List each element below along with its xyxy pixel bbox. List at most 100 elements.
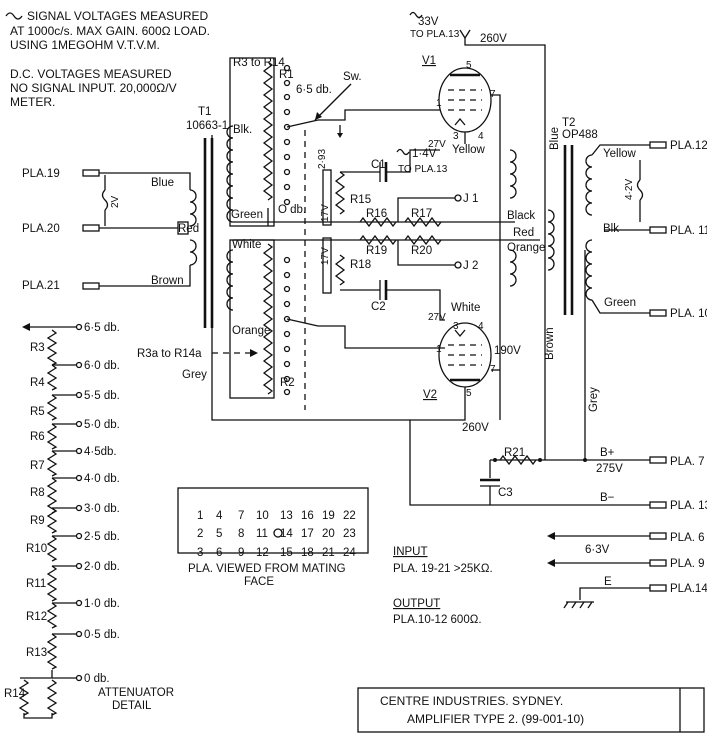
att-step-10: 1·0 db. — [84, 598, 120, 610]
att-step-7: 3·0 db. — [84, 503, 120, 515]
v1-pin5: 5 — [466, 60, 472, 71]
att-step-2: 6·0 db. — [84, 360, 120, 372]
v2-signal-label: 2V — [110, 195, 121, 208]
v27-top-label: 27V — [428, 139, 446, 150]
v17a-label: 17V — [320, 204, 331, 222]
pla20-pin — [82, 224, 100, 232]
v14-label: 1·4V — [412, 148, 437, 160]
pin-14: 14 — [280, 528, 293, 540]
v17b-label: 17V — [320, 247, 331, 265]
pin-9: 9 — [238, 547, 244, 559]
pla21-label: PLA.21 — [22, 280, 60, 292]
v42-label: 4·2V — [624, 179, 635, 200]
pla14-pin — [649, 584, 667, 592]
wire-blue-label: Blue — [151, 177, 174, 189]
note-ac-line1: SIGNAL VOLTAGES MEASURED — [27, 9, 208, 23]
att-step-9: 2·0 db. — [84, 561, 120, 573]
att-r10: R10 — [26, 543, 47, 555]
title-block: CENTRE INDUSTRIES. SYDNEY. AMPLIFIER TYP… — [357, 687, 705, 733]
r20-label: R20 — [411, 245, 432, 257]
output-title: OUTPUT — [393, 598, 440, 610]
v260-top-label: 260V — [480, 33, 507, 45]
t2-name: T2 — [562, 117, 575, 129]
lower-taps — [283, 256, 291, 396]
pin-19: 19 — [322, 510, 335, 522]
pin-5: 5 — [216, 528, 222, 540]
r18-label: R18 — [350, 259, 371, 271]
j1-label: J 1 — [463, 193, 478, 205]
att-step-5: 4·5db. — [84, 446, 117, 458]
connector-row-3: 3 6 9 12 15 18 21 24 — [197, 547, 356, 559]
attenuator-caption-2: DETAIL — [112, 700, 152, 712]
pin-7: 7 — [238, 510, 244, 522]
v14-wave-icon — [396, 148, 410, 156]
v63-label: 6·3V — [585, 544, 610, 556]
wire-black-label: Black — [507, 210, 535, 222]
input-title: INPUT — [393, 546, 428, 558]
wire-yellow-label: Yellow — [603, 148, 637, 160]
r2-label: R2 — [280, 377, 295, 389]
r16-label: R16 — [366, 208, 387, 220]
att-r8: R8 — [30, 487, 45, 499]
v293-label: 2·93 — [317, 149, 328, 169]
connector-diagram: 1 4 7 10 13 16 19 22 2 5 8 11 14 17 20 2… — [177, 487, 369, 588]
upper-taps — [283, 64, 291, 206]
pla6-label: PLA. 6 — [670, 532, 705, 544]
r21-label: R21 — [504, 447, 525, 459]
att-r9: R9 — [30, 515, 45, 527]
pin-21: 21 — [322, 547, 335, 559]
db65-label: 6·5 db. — [296, 84, 332, 96]
c1-label: C1 — [371, 159, 386, 171]
wire-green-label: Green — [231, 209, 263, 221]
pin-24: 24 — [343, 547, 356, 559]
lower-switch-frame — [229, 239, 275, 399]
r18-box — [322, 237, 332, 294]
pla19-label: PLA.19 — [22, 168, 60, 180]
attenuator-detail: 6·5 db. R3 6·0 db. R4 5·5 db. R5 5·0 db.… — [4, 322, 174, 719]
pin-4: 4 — [216, 510, 223, 522]
wire-blue-t2-label: Blue — [549, 127, 561, 150]
upper-switch-frame — [229, 57, 275, 227]
v1-pin1: 1 — [436, 98, 442, 109]
pla19-pin — [82, 169, 100, 177]
t1-centre-tap — [177, 221, 189, 235]
v190-label: 190V — [494, 345, 521, 357]
note-ac-line2: AT 1000c/s. MAX GAIN. 600Ω LOAD. — [10, 24, 210, 38]
v2-label: V2 — [423, 389, 437, 401]
wire-white-label: White — [232, 239, 261, 251]
title-line-1: CENTRE INDUSTRIES. SYDNEY. — [380, 694, 563, 708]
pin-22: 22 — [343, 510, 356, 522]
title-line-2: AMPLIFIER TYPE 2. (99-001-10) — [407, 712, 584, 726]
v2-pin3: 3 — [453, 321, 459, 332]
pla21-pin — [82, 282, 100, 290]
connector-caption-1: PLA. VIEWED FROM MATING — [188, 563, 346, 575]
att-r11: R11 — [26, 578, 46, 590]
v2-pin4: 4 — [478, 321, 484, 332]
valve-v1: V1 5 1 7 3 4 27V Yellow — [422, 55, 501, 420]
title-block-frame — [357, 687, 705, 733]
to-pla13-b-label: TO PLA.13 — [398, 164, 448, 175]
signal-2v-wave-icon — [101, 189, 109, 211]
pla7-label: PLA. 7 — [670, 456, 705, 468]
pin-20: 20 — [322, 528, 335, 540]
att-r6: R6 — [30, 431, 45, 443]
v33-label: 33V — [418, 16, 439, 28]
pla10-pin — [649, 309, 667, 317]
j2-label: J 2 — [463, 260, 478, 272]
att-step-12: 0 db. — [84, 673, 110, 685]
pla6-pin — [649, 532, 667, 540]
pla14-label: PLA.14 — [670, 583, 707, 595]
output-text: PLA.10-12 600Ω. — [393, 614, 482, 626]
wire-orange-label: Orange — [232, 325, 270, 337]
earth-label: E — [604, 576, 612, 588]
switch-label: Sw. — [343, 71, 362, 83]
bminus-label: B− — [600, 492, 615, 504]
att-step-1: 6·5 db. — [84, 322, 120, 334]
j1-jack — [454, 194, 462, 202]
measurement-notes: SIGNAL VOLTAGES MEASURED AT 1000c/s. MAX… — [5, 9, 210, 109]
valve-v2: V2 3 4 1 7 5 27V White 190V 260V — [410, 302, 521, 434]
att-step-8: 2·5 db. — [84, 531, 120, 543]
att-r7: R7 — [30, 460, 45, 472]
att-r3: R3 — [30, 342, 45, 354]
wire-brown-label: Brown — [151, 275, 184, 287]
